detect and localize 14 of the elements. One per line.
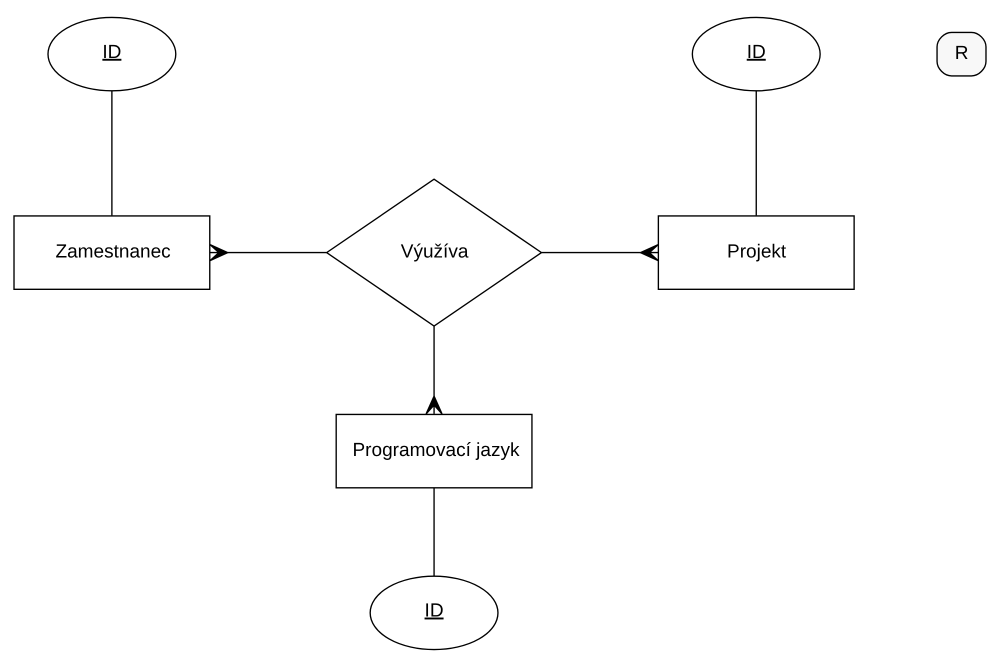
node-diamond: Výužíva	[325, 178, 543, 326]
node-box: Projekt	[658, 214, 855, 290]
connector	[756, 90, 757, 215]
connector	[433, 488, 435, 576]
node-box: Programovací jazyk	[336, 413, 533, 488]
node-ellipse: ID	[370, 574, 499, 650]
connector	[209, 243, 326, 261]
node-ellipse: ID	[47, 16, 176, 92]
connector	[425, 326, 443, 414]
node-box: Zamestnanec	[13, 214, 210, 290]
node-ellipse: ID	[692, 16, 821, 92]
node-box: R	[936, 31, 987, 76]
connector	[111, 90, 113, 215]
connector	[542, 243, 659, 261]
